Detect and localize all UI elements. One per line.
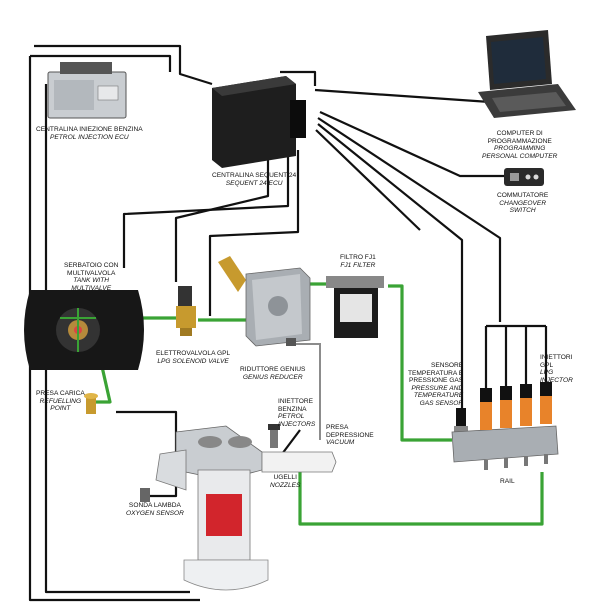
label-sensor-en-3: GAS SENSOR [419,399,464,407]
label-switch: COMMUTATORE CHANGEOVER SWITCH [497,192,548,215]
wire-to-solenoid [122,150,290,268]
label-lambda-en: OXYGEN SENSOR [126,509,184,517]
label-nozzles-en: NOZZLES [270,481,301,489]
label-sequent-it: CENTRALINA SEQUENT 24 [212,172,297,179]
label-nozzles: UGELLI NOZZLES [270,474,300,489]
laptop [478,30,576,118]
label-solenoid: ELETTROVALVOLA GPL LPG SOLENOID VALVE [156,350,230,365]
wire-injector-bundle [484,326,548,392]
label-petrol-injector-it-1: INIETTORE [278,398,314,405]
label-tank-it-1: SERBATOIO CON [64,262,119,269]
wiring-harness [28,44,548,602]
sequent-ecu [212,76,306,168]
label-nozzles-it: UGELLI [273,474,297,481]
label-reducer-en: GENIUS REDUCER [242,373,303,381]
label-computer-en-2: PERSONAL COMPUTER [482,152,558,160]
label-sequent-ecu: CENTRALINA SEQUENT 24 SEQUENT 24 ECU [212,172,296,187]
label-computer-it-1: COMPUTER DI [496,130,543,137]
label-petrol-ecu-it: CENTRALINA INIEZIONE BENZINA [36,126,143,133]
label-rail-text: RAIL [500,478,515,485]
pressure-temperature-sensor [454,408,468,434]
label-sensor-en-2: TEMPERATURE [413,392,464,400]
solenoid-valve [176,286,196,336]
wire-to-reducer [208,150,300,316]
engine-cylinder [155,425,269,591]
label-refuel-en-2: POINT [50,405,71,413]
label-tank-it-2: MULTIVALVOLA [66,269,116,277]
label-petrol-ecu: CENTRALINA INIEZIONE BENZINA PETROL INJE… [36,126,143,141]
lpg-injector-4 [540,382,552,464]
label-vacuum: PRESA DEPRESSIONE VACUUM [326,424,374,447]
label-solenoid-en: LPG SOLENOID VALVE [157,357,229,365]
pipe-filter-to-rail [388,284,452,442]
label-lpg-injector-en-2: INJECTOR [540,376,573,384]
wire-ecu-top [34,44,213,86]
label-lpg-injector: INIETTORI GPL LPG INJECTOR [540,354,573,384]
label-refuel-en-1: REFUELLING [39,397,82,405]
label-switch-it: COMMUTATORE [497,192,549,199]
label-filter: FILTRO FJ1 FJ1 FILTER [340,254,376,269]
fj1-filter [326,276,384,338]
label-petrol-ecu-en: PETROL INJECTION ECU [49,133,129,141]
label-sensor-en-1: PRESSURE AND [411,384,464,392]
label-petrol-injector: INIETTORE BENZINA PETROL INJECTORS [278,398,315,428]
lpg-injector-1 [480,388,492,470]
label-vacuum-en: VACUUM [326,439,355,447]
label-sensor: SENSORE TEMPERATURA E PRESSIONE GAS PRES… [408,362,463,408]
pipe-nozzles [298,460,544,526]
wire-to-switch [319,110,506,178]
injector-rail [451,382,559,470]
label-filter-en: FJ1 FILTER [340,261,376,269]
label-petrol-injector-en-2: INJECTORS [278,420,316,428]
lpg-injector-3 [520,384,532,466]
label-lpg-injector-it-2: GPL [540,361,554,369]
genius-reducer [218,256,311,347]
label-computer-it-2: PROGRAMMAZIONE [487,137,552,145]
label-refuel-it: PRESA CARICA [36,390,85,397]
label-switch-en-1: CHANGEOVER [499,199,547,207]
wire-to-inj-2 [317,123,464,410]
label-lpg-injector-it-1: INIETTORI [540,354,573,361]
oxygen-sensor [140,488,150,502]
label-vacuum-it-2: DEPRESSIONE [326,431,374,439]
wire-petrol-ecu-loop [28,54,200,602]
vacuum-hose [294,343,321,440]
lpg-injector-2 [500,386,512,468]
petrol-ecu [47,62,127,119]
wire-sequent-solenoid [174,150,270,282]
label-lambda-it: SONDA LAMBDA [128,502,181,509]
label-computer: COMPUTER DI PROGRAMMAZIONE PROGRAMMING P… [482,130,557,160]
label-tank: SERBATOIO CON MULTIVALVOLA TANK WITH MUL… [64,262,118,292]
label-sensor-it-1: SENSORE [430,362,464,369]
label-sensor-it-2: TEMPERATURA E [408,369,464,377]
petrol-injector [268,424,280,448]
label-tank-en-1: TANK WITH [73,277,110,285]
wire-to-inj-1 [317,117,502,322]
label-reducer: RIDUTTORE GENIUS GENIUS REDUCER [240,366,305,381]
wire-to-pc-2 [280,70,317,86]
wire-to-pc [314,88,491,104]
lpg-tank [24,290,144,370]
label-tank-en-2: MULTIVALVE [71,284,112,292]
label-computer-en-1: PROGRAMMING [494,145,546,153]
label-rail: RAIL [500,478,515,486]
intake-manifold [261,451,337,473]
label-switch-en-2: SWITCH [509,207,536,215]
label-sensor-it-3: PRESSIONE GAS [408,377,464,385]
label-petrol-injector-it-2: BENZINA [278,405,307,413]
label-refuel: PRESA CARICA REFUELLING POINT [36,390,85,413]
label-solenoid-it: ELETTROVALVOLA GPL [156,350,231,357]
changeover-switch [504,168,544,186]
label-lambda: SONDA LAMBDA OXYGEN SENSOR [126,502,184,517]
refuelling-point [84,393,98,414]
label-petrol-injector-en-1: PETROL [278,413,305,421]
label-lpg-injector-en-1: LPG [540,369,554,377]
wire-to-sensor [315,129,421,231]
label-filter-it: FILTRO FJ1 [340,254,376,261]
label-sequent-en: SEQUENT 24 ECU [225,179,283,187]
label-reducer-it: RIDUTTORE GENIUS [240,366,306,373]
label-vacuum-it-1: PRESA [326,424,349,431]
